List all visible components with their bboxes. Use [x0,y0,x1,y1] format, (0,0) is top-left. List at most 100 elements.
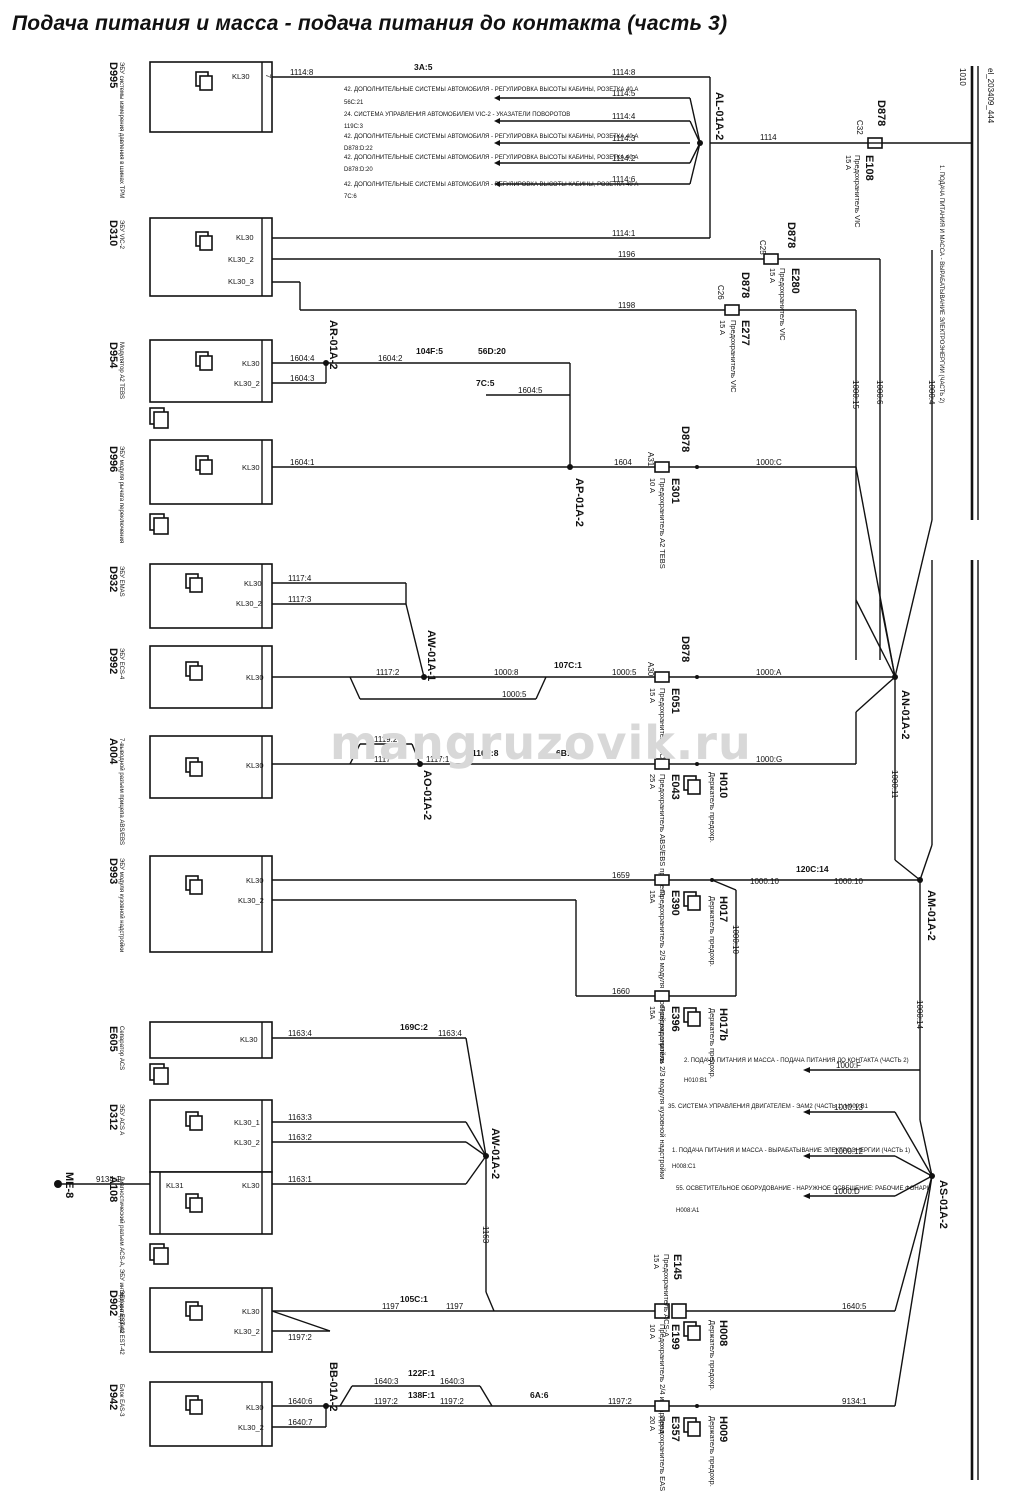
module-code: E605 [107,1026,119,1052]
pin-label: KL30 [242,463,260,472]
holder-code: H010 [717,772,729,798]
wire-label: 1659 [612,871,630,880]
fuse-e051: D878 E051 Предохранитель ECAS 15 A A30 1… [646,636,895,769]
fuse-pos: A30 [646,662,655,677]
wire-label: 1000:13 [834,1103,863,1112]
wire-label: 1117 [374,755,391,764]
splice-label: BB-01A-2 [327,1362,339,1412]
holder-code: H008 [717,1320,729,1346]
wire-label: 1000:11 [890,770,899,799]
holder-desc: Держатель предохр. [708,772,717,843]
reference-1000-4: 1000:4 1. ПОДАЧА ПИТАНИЯ И МАССА - ВЫРАБ… [927,165,944,520]
fuse-e280: D878 E280 Предохранитель VIC 15 A C25 10… [758,222,884,660]
module-d992: D992 ЭБУ ECS-4 KL30 1117:2 1000:8 1000:5… [107,645,655,709]
module-desc: ЭБУ системы измерения давления в шинах T… [118,62,124,198]
fuse-rating: 10 A [648,1324,657,1339]
splice-am: AM-01A-2 1000:14 1000:F 2. ПОДАЧА ПИТАНИ… [684,560,937,1084]
fuse-code: E051 [669,688,681,714]
module-desc: ЭБУ модуля рычага переключения [118,446,124,543]
fuse-box-label: D878 [875,100,887,126]
holder-desc: Держатель предохр. [708,896,717,967]
fuse-desc: Предохранитель VIC [853,155,862,228]
connector-label: 122F:1 [408,1368,435,1378]
connector-label: 7C:5 [476,378,495,388]
splice-an: AN-01A-2 1000:11 [855,466,933,860]
pin-label: KL30_3 [228,277,254,286]
wire-label: 9134:1 [842,1397,867,1406]
ref-text: 42. ДОПОЛНИТЕЛЬНЫЕ СИСТЕМЫ АВТОМОБИЛЯ - … [344,134,638,140]
fuse-e043: E043 Предохранитель ABS/EBS прицепа 25 A… [648,755,856,898]
wire-label: 1197:2 [440,1397,464,1406]
wire-label: 1604 [614,458,632,467]
connector-label: 120C:14 [796,864,829,874]
fuse-e145: E145 Предохранитель ACS-A 15 A E199 Пред… [648,1254,895,1434]
bus-label: 1010 [958,68,967,86]
fuse-code: E280 [789,268,801,294]
module-d942: D942 Блок EAS-3 KL30 KL30_2 BB-01A-2 164… [107,1362,655,1447]
splice-as: AS-01A-2 1000:13 1000:12 1000:D 35. СИСТ… [668,1070,949,1407]
wire-label: 1197:2 [374,1397,398,1406]
pin-label: KL30 [246,761,264,770]
ref-sub: 7C:6 [344,194,357,200]
connector-label: 6B:1 [556,748,575,758]
module-desc: Сепаратор ACS [118,1026,124,1070]
power-bus: el_203409_444 1010 1114 [710,66,995,1480]
pin-label: KL30 [242,1181,260,1190]
pin-label: KL30 [246,1403,264,1412]
ref-sub: D878:D:20 [344,167,373,173]
ref-text: 35. СИСТЕМА УПРАВЛЕНИЯ ДВИГАТЕЛЕМ - ЭАМ2… [668,1104,869,1110]
ref-text: 1. ПОДАЧА ПИТАНИЯ И МАССА - ВЫРАБАТЫВАНИ… [938,165,944,403]
fuse-rating: 15 A [648,688,657,703]
wire-label: 1000:D [834,1187,860,1196]
ref-sub: H010:B1 [684,1078,708,1084]
fuse-rating: 15 A [844,155,853,170]
pin-label: KL30 [242,1307,260,1316]
module-desc: ЭБУ VIC-2 [118,220,124,250]
module-code: D902 [107,1290,119,1316]
pin-label: KL30 [246,673,264,682]
module-a004: A004 7-выводной разъем прицепа ABS/EBS K… [107,735,655,845]
wire-label: 1114:8 [612,68,636,77]
wire-label: 1163:4 [438,1029,462,1038]
fuse-code: E108 [863,155,875,181]
module-code: A004 [107,738,119,765]
ref-sub: H008:C1 [672,1164,696,1170]
fuse-rating: 20 A [648,1416,657,1431]
module-desc: 7-выводной разъем прицепа ABS/EBS [118,738,125,845]
fuse-e108: D878 C32 E108 Предохранитель VIC 15 A [844,100,887,228]
holder-desc: Держатель предохр. [708,1416,717,1487]
module-desc: ЭБУ модуля кузовной надстройки [118,858,125,952]
fuse-code: E199 [669,1324,681,1350]
wire-label: 1000:10 [731,925,740,954]
fuse-pos: C32 [855,120,864,135]
fuse-code: E396 [669,1006,681,1032]
wire-label: 1000:C [756,458,782,467]
pin-label: KL30_2 [234,1327,260,1336]
fuse-rating: 25 A [648,774,657,789]
splice-label: AW-01A-1 [425,630,437,681]
pin-label: KL30_2 [238,1423,264,1432]
fuse-pos: A31 [646,452,655,467]
fuse-box-label: D878 [785,222,797,248]
ref-sub: D878:D:22 [344,146,373,152]
fuse-box-label: D878 [679,636,691,662]
wire-label: 1000:14 [915,1000,924,1029]
module-desc: Блок EAS-3 [118,1384,124,1417]
fuse-desc: Предохранитель ACS-A [662,1254,671,1337]
connector-label: 6A:6 [530,1390,549,1400]
wire-label: 1000:10 [750,877,779,886]
ref-text: 42. ДОПОЛНИТЕЛЬНЫЕ СИСТЕМЫ АВТОМОБИЛЯ - … [344,87,638,93]
fuse-rating: 15 A [718,320,727,335]
splice-al: AL-01A-2 1114:5 1114:4 1114:3 1114:2 111… [344,77,725,238]
pin-label: KL30 [232,72,250,81]
page-title: Подача питания и масса - подача питания … [12,12,728,35]
wire-label: 1198 [618,301,636,310]
wire-label: 1163:4 [288,1029,312,1038]
fuse-code: E043 [669,774,681,800]
wire-label: 1000:5 [502,690,527,699]
holder-desc: Держатель предохр. [708,1008,717,1079]
connector-label: 56D:20 [478,346,506,356]
fuse-desc: Предохранитель 2/4 интардера [658,1324,667,1434]
ref-text: 55. ОСВЕТИТЕЛЬНОЕ ОБОРУДОВАНИЕ - НАРУЖНО… [676,1186,931,1192]
